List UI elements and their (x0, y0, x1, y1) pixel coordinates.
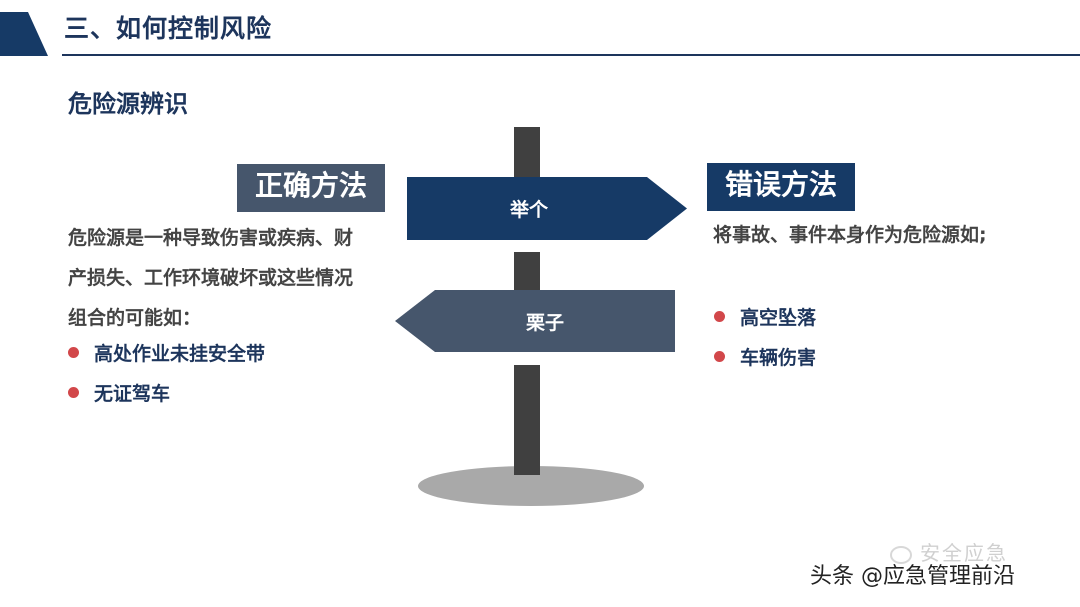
sign-text-bottom: 栗子 (525, 311, 564, 334)
list-item: 无证驾车 (68, 372, 265, 412)
list-item-text: 无证驾车 (94, 382, 171, 405)
list-item-text: 高处作业未挂安全带 (94, 342, 266, 365)
sign-text-top: 举个 (509, 199, 548, 221)
signpost-arrow-right: 举个 (407, 177, 687, 240)
correct-method-examples: 高处作业未挂安全带 无证驾车 (68, 332, 265, 412)
correct-method-label: 正确方法 (237, 164, 385, 212)
list-item: 车辆伤害 (714, 336, 816, 376)
bullet-dot-icon (68, 346, 79, 358)
section-heading: 危险源辨识 (68, 90, 188, 118)
correct-method-description: 危险源是一种导致伤害或疾病、财产损失、工作环境破坏或这些情况组合的可能如： (68, 227, 354, 329)
list-item-text: 高空坠落 (740, 306, 817, 329)
bullet-dot-icon (714, 310, 725, 322)
title-divider (62, 54, 1080, 56)
wrong-method-examples: 高空坠落 车辆伤害 (714, 296, 816, 376)
wrong-method-label: 错误方法 (707, 163, 855, 211)
source-watermark: 头条 @应急管理前沿 (810, 564, 1015, 589)
signpost-arrow-left: 栗子 (395, 290, 675, 352)
signpost-pole-middle (514, 252, 540, 292)
wrong-method-description: 将事故、事件本身作为危险源如; (713, 224, 987, 246)
list-item: 高处作业未挂安全带 (68, 332, 265, 372)
wechat-icon (890, 545, 912, 564)
header-corner-tab (0, 12, 48, 56)
list-item-text: 车辆伤害 (740, 346, 817, 369)
wechat-watermark-text: 安全应急 (920, 541, 1008, 565)
bullet-dot-icon (68, 386, 79, 398)
signpost-pole-bottom (514, 365, 540, 475)
wechat-watermark: 安全应急 (890, 537, 1008, 566)
page-title: 三、如何控制风险 (64, 14, 273, 43)
list-item: 高空坠落 (714, 296, 816, 336)
signpost-pole-top (514, 127, 540, 177)
bullet-dot-icon (714, 350, 725, 362)
